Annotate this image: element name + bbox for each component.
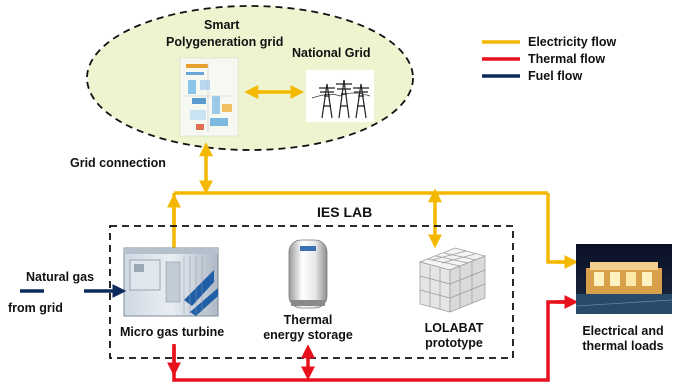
legend-thermal-label: Thermal flow: [528, 52, 606, 66]
national-grid-image: [306, 70, 374, 122]
loads-line1: Electrical and: [582, 324, 664, 338]
legend: [482, 40, 520, 78]
legend-fuel-label: Fuel flow: [528, 69, 583, 83]
lolabat-prototype-image: [410, 247, 487, 313]
smart-grid-map-image: [179, 57, 239, 137]
thermal-storage-label: Thermal energy storage: [255, 313, 361, 343]
lolabat-line2: prototype: [425, 336, 483, 350]
thermal-storage-line2: energy storage: [263, 328, 353, 342]
grid-connection-label: Grid connection: [70, 156, 166, 170]
thermal-flow-bus: [172, 300, 566, 382]
national-grid-label: National Grid: [292, 46, 371, 60]
turbine-label: Micro gas turbine: [120, 325, 225, 339]
smart-grid-label: Smart: [204, 18, 240, 32]
thermal-storage-tank-image: [288, 239, 328, 309]
lolabat-line1: LOLABAT: [424, 321, 484, 335]
loads-building-image: [575, 244, 673, 314]
polygeneration-grid-label: Polygeneration grid: [166, 35, 284, 49]
lolabat-label: LOLABAT prototype: [409, 321, 499, 351]
ies-lab-title: IES LAB: [317, 204, 373, 220]
legend-electricity-label: Electricity flow: [528, 35, 617, 49]
micro-gas-turbine-image: [123, 247, 219, 317]
natural-gas-label: Natural gas: [26, 270, 95, 284]
loads-line2: thermal loads: [582, 339, 664, 353]
loads-label: Electrical and thermal loads: [570, 324, 676, 354]
from-grid-label: from grid: [8, 301, 63, 315]
thermal-storage-line1: Thermal: [283, 313, 333, 327]
